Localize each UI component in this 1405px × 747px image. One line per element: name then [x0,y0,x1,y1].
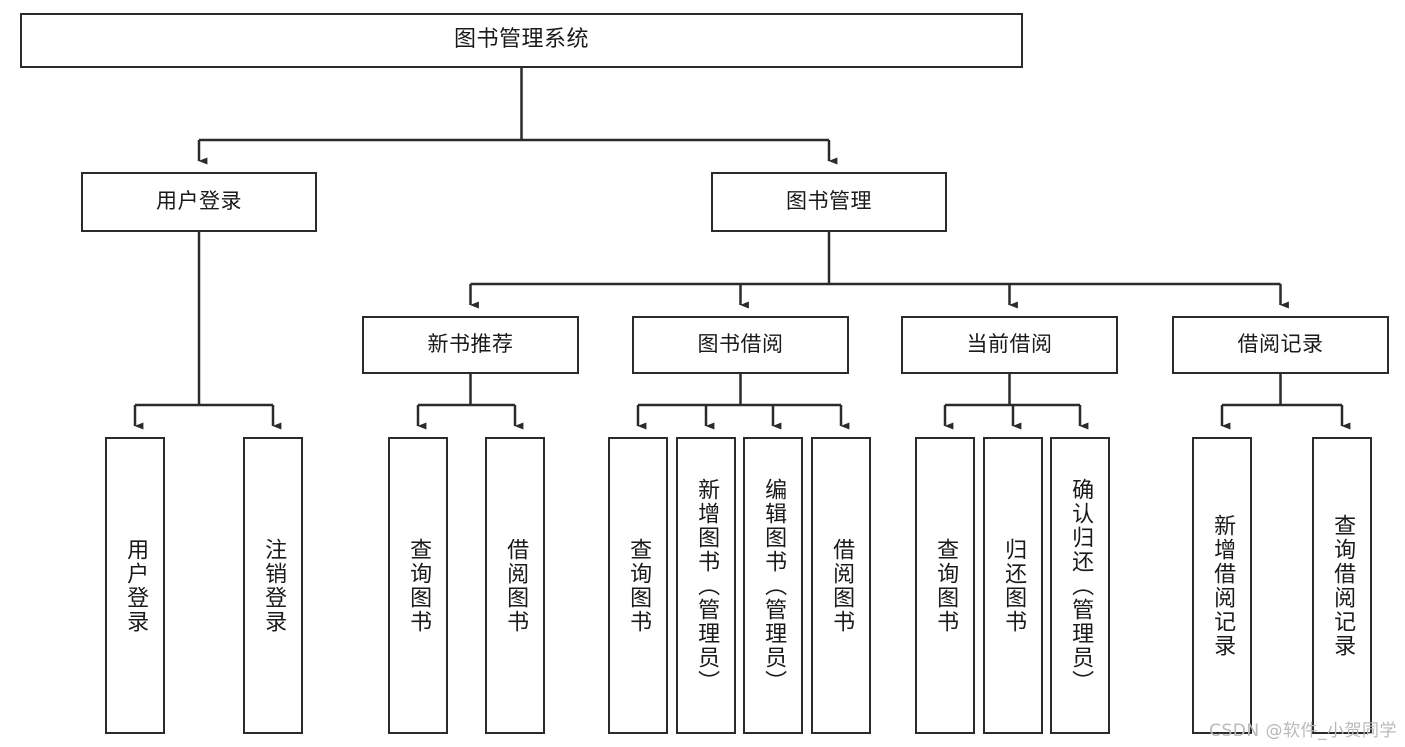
node-user-login[interactable]: 用户登录 [81,172,317,232]
node-leaf-query-book-1[interactable]: 查询图书 [388,437,448,734]
node-leaf-edit-book[interactable]: 编辑图书（管理员） [743,437,803,734]
node-borrow-record-label: 借阅记录 [1237,332,1324,357]
node-leaf-query-record[interactable]: 查询借阅记录 [1312,437,1372,734]
node-leaf-query-book-3-label: 查询图书 [933,537,959,634]
node-leaf-return-book[interactable]: 归还图书 [983,437,1043,734]
node-borrow-record[interactable]: 借阅记录 [1172,316,1389,374]
node-leaf-add-record-label: 新增借阅记录 [1210,513,1236,658]
node-leaf-borrow-book-1[interactable]: 借阅图书 [485,437,545,734]
node-leaf-logout[interactable]: 注销登录 [243,437,303,734]
node-leaf-logout-label: 注销登录 [261,537,287,634]
node-leaf-return-book-label: 归还图书 [1001,537,1027,634]
node-leaf-edit-book-label: 编辑图书（管理员） [761,477,787,694]
node-leaf-query-book-2[interactable]: 查询图书 [608,437,668,734]
node-book-manage-label: 图书管理 [786,189,872,214]
node-leaf-add-book[interactable]: 新增图书（管理员） [676,437,736,734]
node-current-borrow[interactable]: 当前借阅 [901,316,1118,374]
node-leaf-query-book-1-label: 查询图书 [406,537,432,634]
node-current-borrow-label: 当前借阅 [966,332,1053,357]
node-leaf-add-record[interactable]: 新增借阅记录 [1192,437,1252,734]
node-leaf-borrow-book-2-label: 借阅图书 [829,537,855,634]
node-leaf-user-login[interactable]: 用户登录 [105,437,165,734]
node-leaf-query-book-2-label: 查询图书 [626,537,652,634]
node-leaf-query-book-3[interactable]: 查询图书 [915,437,975,734]
node-leaf-confirm-return[interactable]: 确认归还（管理员） [1050,437,1110,734]
node-root[interactable]: 图书管理系统 [20,13,1023,68]
node-root-label: 图书管理系统 [453,27,589,53]
node-leaf-user-login-label: 用户登录 [123,537,149,634]
node-book-manage[interactable]: 图书管理 [711,172,947,232]
node-leaf-confirm-return-label: 确认归还（管理员） [1068,477,1094,694]
node-new-book-rec-label: 新书推荐 [427,332,514,357]
node-leaf-add-book-label: 新增图书（管理员） [694,477,720,694]
node-user-login-label: 用户登录 [156,189,242,214]
watermark-text: CSDN @软件_小贺同学 [1209,721,1397,741]
node-leaf-query-record-label: 查询借阅记录 [1330,513,1356,658]
node-leaf-borrow-book-2[interactable]: 借阅图书 [811,437,871,734]
node-book-borrow[interactable]: 图书借阅 [632,316,849,374]
node-book-borrow-label: 图书借阅 [697,332,784,357]
node-leaf-borrow-book-1-label: 借阅图书 [503,537,529,634]
node-new-book-rec[interactable]: 新书推荐 [362,316,579,374]
